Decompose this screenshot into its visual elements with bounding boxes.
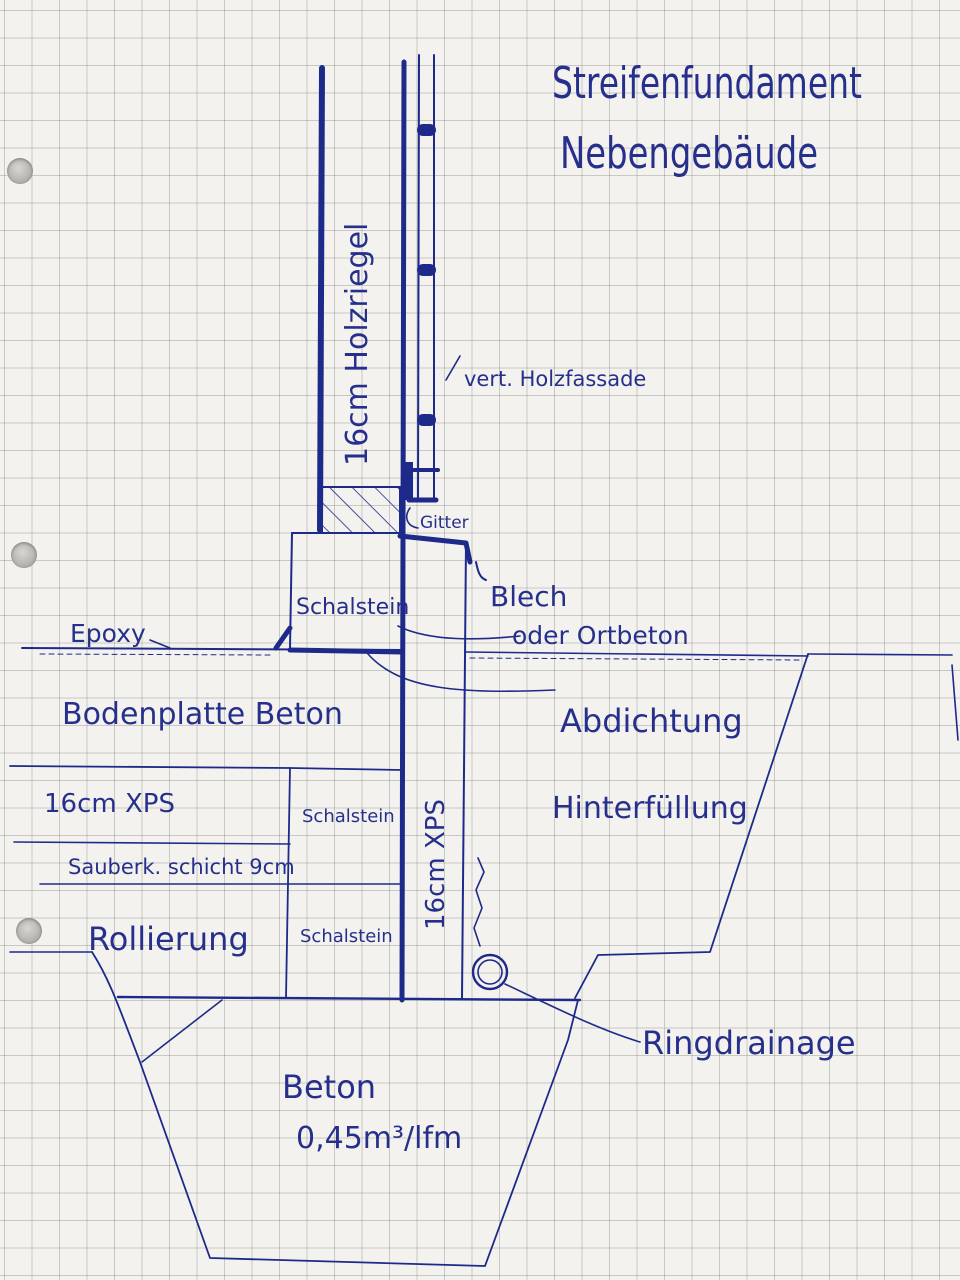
sealing-leaders: [367, 625, 556, 693]
label-schalstein-low: Schalstein: [300, 926, 393, 947]
title-line2: Nebengebäude: [560, 128, 818, 179]
label-holzfassade: vert. Holzfassade: [464, 367, 646, 391]
binder-hole-middle: [11, 542, 37, 568]
label-xps-vertical: 16cm XPS: [421, 799, 451, 930]
label-xps-floor: 16cm XPS: [44, 789, 175, 819]
label-hinterfuellung: Hinterfüllung: [552, 791, 748, 826]
label-bodenplatte: Bodenplatte Beton: [62, 697, 343, 732]
label-sauberkeitsschicht: Sauberk. schicht 9cm: [68, 855, 295, 879]
label-ringdrainage: Ringdrainage: [642, 1024, 856, 1062]
label-abdichtung: Abdichtung: [560, 702, 743, 740]
wooden-facade: [403, 54, 440, 503]
concrete-foundation: [91, 951, 582, 1267]
label-blech: Blech: [490, 580, 567, 613]
label-holzriegel: 16cm Holzriegel: [340, 223, 375, 466]
xps-squiggle: [473, 857, 485, 947]
timber-wall: [317, 59, 407, 1003]
metal-flashing: [397, 533, 487, 999]
label-epoxy: Epoxy: [70, 619, 146, 648]
label-beton: Beton: [282, 1068, 376, 1106]
label-beton-volume: 0,45m³/lfm: [296, 1121, 462, 1156]
ring-drainage-pipe: [471, 953, 641, 1043]
label-oder-ortbeton: oder Ortbeton: [512, 621, 689, 650]
floor-level: [21, 647, 953, 661]
label-gitter: Gitter: [420, 513, 469, 533]
floor-layers: [9, 765, 403, 999]
label-schalstein-mid: Schalstein: [302, 806, 395, 827]
formwork-block-upper: [273, 532, 403, 651]
label-rollierung: Rollierung: [88, 920, 249, 958]
label-schalstein-top: Schalstein: [296, 595, 409, 620]
binder-hole-top: [7, 158, 33, 184]
sill-beam-hatched: [321, 486, 401, 534]
backfill-slope: [574, 653, 959, 999]
title-line1: Streifenfundament: [552, 58, 862, 109]
binder-hole-bottom: [16, 918, 42, 944]
